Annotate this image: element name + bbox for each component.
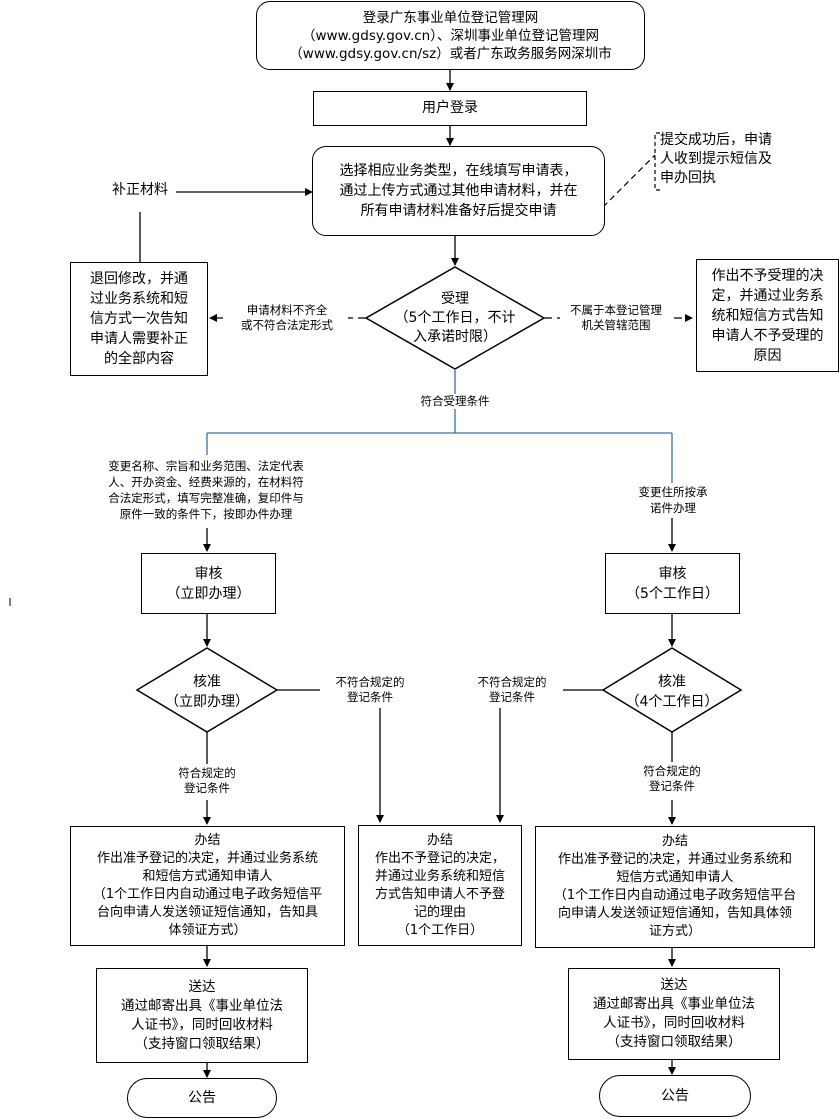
label-compliant-right: 符合规定的 登记条件 [627,764,717,794]
apply-line-3: 所有申请材料准备好后提交申请 [360,203,557,219]
approve-right-text: 核准 （4个工作日） [625,674,719,710]
acceptance-line-2: （5个工作日，不计 [394,310,516,326]
submit-notice-line-2: 人收到提示短信及 [660,151,772,167]
acceptance-text: 受理 （5个工作日，不计 入承诺时限） [370,290,540,347]
acceptance-line-3: 入承诺时限） [413,329,497,345]
finish-middle-box: 办结 作出不予登记的决定， 并通过业务系统和短信 方式告知申请人不予登 记的理由… [358,825,522,946]
start-line-3: （www.gdsy.gov.cn/sz）或者广东政务服务网深圳市 [289,45,612,62]
label-right-branch: 变更住所按承 诺件办理 [628,484,718,516]
label-left-branch: 变更名称、宗旨和业务范围、法定代表 人、开办资金、经费来源的，在材料符 合法定形… [90,458,322,522]
acceptance-line-1: 受理 [441,291,469,307]
review-right-box: 审核 （5个工作日） [605,553,740,614]
reject-line-2: 定，并通过业务系 [711,287,824,304]
start-portal-box: 登录广东事业单位登记管理网 （www.gdsy.gov.cn）、深圳事业单位登记… [256,1,645,70]
apply-box: 选择相应业务类型，在线填写申请表， 通过上传方式通过其他申请材料，并在 所有申请… [312,146,605,236]
reject-line-3: 统和短信方式告知 [711,307,824,324]
start-line-1: 登录广东事业单位登记管理网 [362,9,539,26]
announce-right-terminator: 公告 [599,1075,751,1117]
login-box: 用户登录 [313,91,587,126]
finish-left-box: 办结 作出准予登记的决定，并通过业务系统 和短信方式通知申请人 （1个工作日内自… [70,826,345,946]
supplement-label: 补正材料 [112,182,168,198]
return-line-1: 退回修改，并通 [90,271,188,287]
submit-notice-line-3: 申办回执 [660,170,716,186]
return-line-3: 信方式一次告知 [90,311,188,327]
reject-line-1: 作出不予受理的决 [711,267,824,284]
return-line-2: 过业务系统和短 [90,291,188,307]
approve-left-text: 核准 （立即办理） [165,674,249,710]
return-box: 退回修改，并通 过业务系统和短 信方式一次告知 申请人需要补正 的全部内容 [70,262,208,376]
deliver-left-box: 送达 通过邮寄出具《事业单位法 人证书》，同时回收材料 （支持窗口领取结果） [96,968,308,1063]
reject-line-5: 原因 [753,347,782,364]
submit-notice-line-1: 提交成功后，申请 [660,132,772,148]
reject-line-4: 申请人不予受理的 [711,327,824,344]
start-line-2: （www.gdsy.gov.cn）、深圳事业单位登记管理网 [302,27,599,44]
review-left-box: 审核 （立即办理） [141,553,276,614]
finish-right-box: 办结 作出准予登记的决定，并通过业务系统和 短信方式通知申请人 （1个工作日内自… [535,826,815,948]
reject-box: 作出不予受理的决 定，并通过业务系 统和短信方式告知 申请人不予受理的 原因 [696,259,839,372]
deliver-right-box: 送达 通过邮寄出具《事业单位法 人证书》，同时回收材料 （支持窗口领取结果） [568,968,780,1060]
label-compliant-left: 符合规定的 登记条件 [162,766,252,796]
label-meets-acceptance: 符合受理条件 [400,394,510,409]
apply-line-1: 选择相应业务类型，在线填写申请表， [339,163,578,179]
label-incomplete: 申请材料不齐全 或不符合法定形式 [226,303,348,333]
submit-notice: 提交成功后，申请 人收到提示短信及 申办回执 [660,131,800,188]
callout-submit-dashed [602,154,656,208]
label-out-of-scope: 不属于本登记管理 机关管辖范围 [560,303,672,333]
label-noncompliant-left: 不符合规定的 登记条件 [320,675,420,705]
apply-line-2: 通过上传方式通过其他申请材料，并在 [339,183,578,199]
return-line-4: 申请人需要补正 [90,331,188,347]
login-label: 用户登录 [422,100,478,116]
return-line-5: 的全部内容 [104,351,174,367]
announce-left-terminator: 公告 [127,1078,277,1118]
callout-bracket [654,132,660,191]
label-noncompliant-right: 不符合规定的 登记条件 [462,675,562,705]
